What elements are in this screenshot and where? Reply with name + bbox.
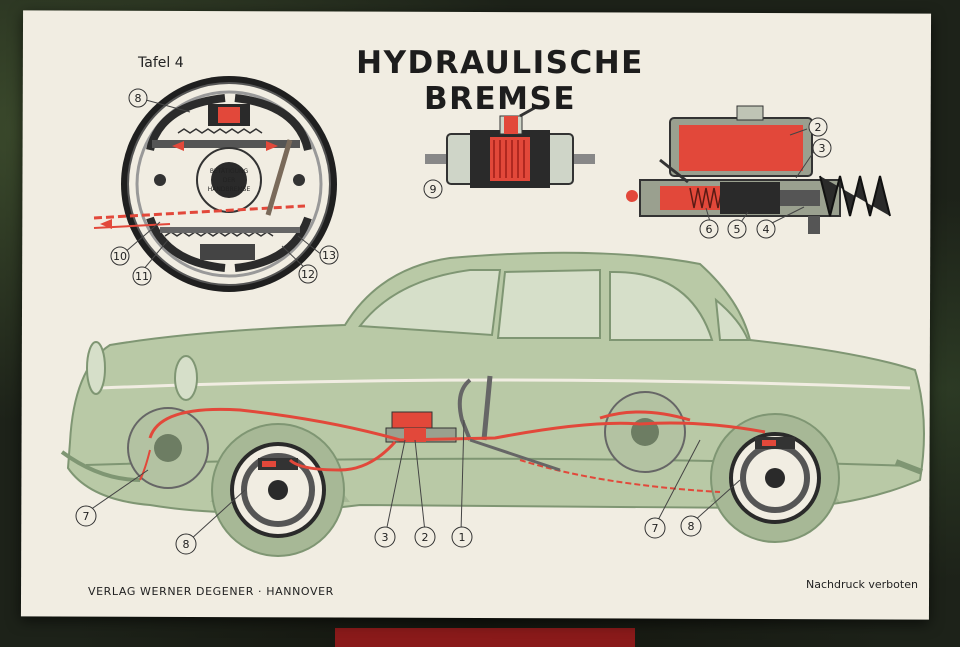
- callout-10-drum: 10: [110, 246, 130, 266]
- callout-4-master: 4: [756, 219, 776, 239]
- callout-12-drum: 12: [298, 264, 318, 284]
- svg-text:3: 3: [819, 142, 826, 155]
- svg-text:3: 3: [382, 531, 389, 544]
- publisher-credit: VERLAG WERNER DEGENER · HANNOVER: [88, 585, 334, 598]
- master-cylinder-detail: [626, 105, 891, 234]
- wheel-cylinder-detail: [425, 104, 595, 188]
- handbrake-label-line1: BETÄTIGUNG: [210, 168, 249, 175]
- svg-text:13: 13: [322, 249, 336, 262]
- reprint-notice: Nachdruck verboten: [806, 578, 918, 591]
- svg-text:5: 5: [734, 223, 741, 236]
- car-illustration: [60, 251, 925, 557]
- callout-7-front: 7: [75, 505, 97, 527]
- callout-2-master: 2: [808, 117, 828, 137]
- poster-title: HYDRAULISCHE BREMSE: [356, 45, 644, 117]
- callout-leaders: [89, 99, 816, 541]
- callout-8-drum: 8: [128, 88, 148, 108]
- callout-2-car: 2: [414, 526, 436, 548]
- callout-6-master: 6: [699, 219, 719, 239]
- svg-text:10: 10: [113, 250, 127, 263]
- red-object-below-poster: [335, 628, 635, 647]
- callout-11-drum: 11: [132, 266, 152, 286]
- svg-text:8: 8: [688, 520, 695, 533]
- svg-text:7: 7: [83, 510, 90, 523]
- svg-text:8: 8: [183, 538, 190, 551]
- svg-text:12: 12: [301, 268, 315, 281]
- svg-text:7: 7: [652, 522, 659, 535]
- svg-text:4: 4: [763, 223, 770, 236]
- handbrake-label-line3: HANDBREMSE: [208, 186, 251, 193]
- callout-7-rear: 7: [644, 517, 666, 539]
- svg-text:1: 1: [459, 531, 466, 544]
- svg-text:2: 2: [815, 121, 822, 134]
- handbrake-label-line2: DER: [223, 177, 236, 184]
- plate-number: Tafel 4: [138, 55, 184, 71]
- callout-3-master: 3: [812, 138, 832, 158]
- svg-text:9: 9: [430, 183, 437, 196]
- callout-13-drum: 13: [319, 245, 339, 265]
- svg-text:2: 2: [422, 531, 429, 544]
- callout-1-car: 1: [451, 526, 473, 548]
- svg-text:6: 6: [706, 223, 713, 236]
- svg-text:11: 11: [135, 270, 149, 283]
- svg-text:8: 8: [135, 92, 142, 105]
- callout-9-wheel-cylinder: 9: [423, 179, 443, 199]
- callout-8-rear: 8: [680, 515, 702, 537]
- drum-brake-detail: BETÄTIGUNG DER HANDBREMSE: [93, 76, 337, 292]
- callout-3-car: 3: [374, 526, 396, 548]
- callout-8-front: 8: [175, 533, 197, 555]
- callout-5-master: 5: [727, 219, 747, 239]
